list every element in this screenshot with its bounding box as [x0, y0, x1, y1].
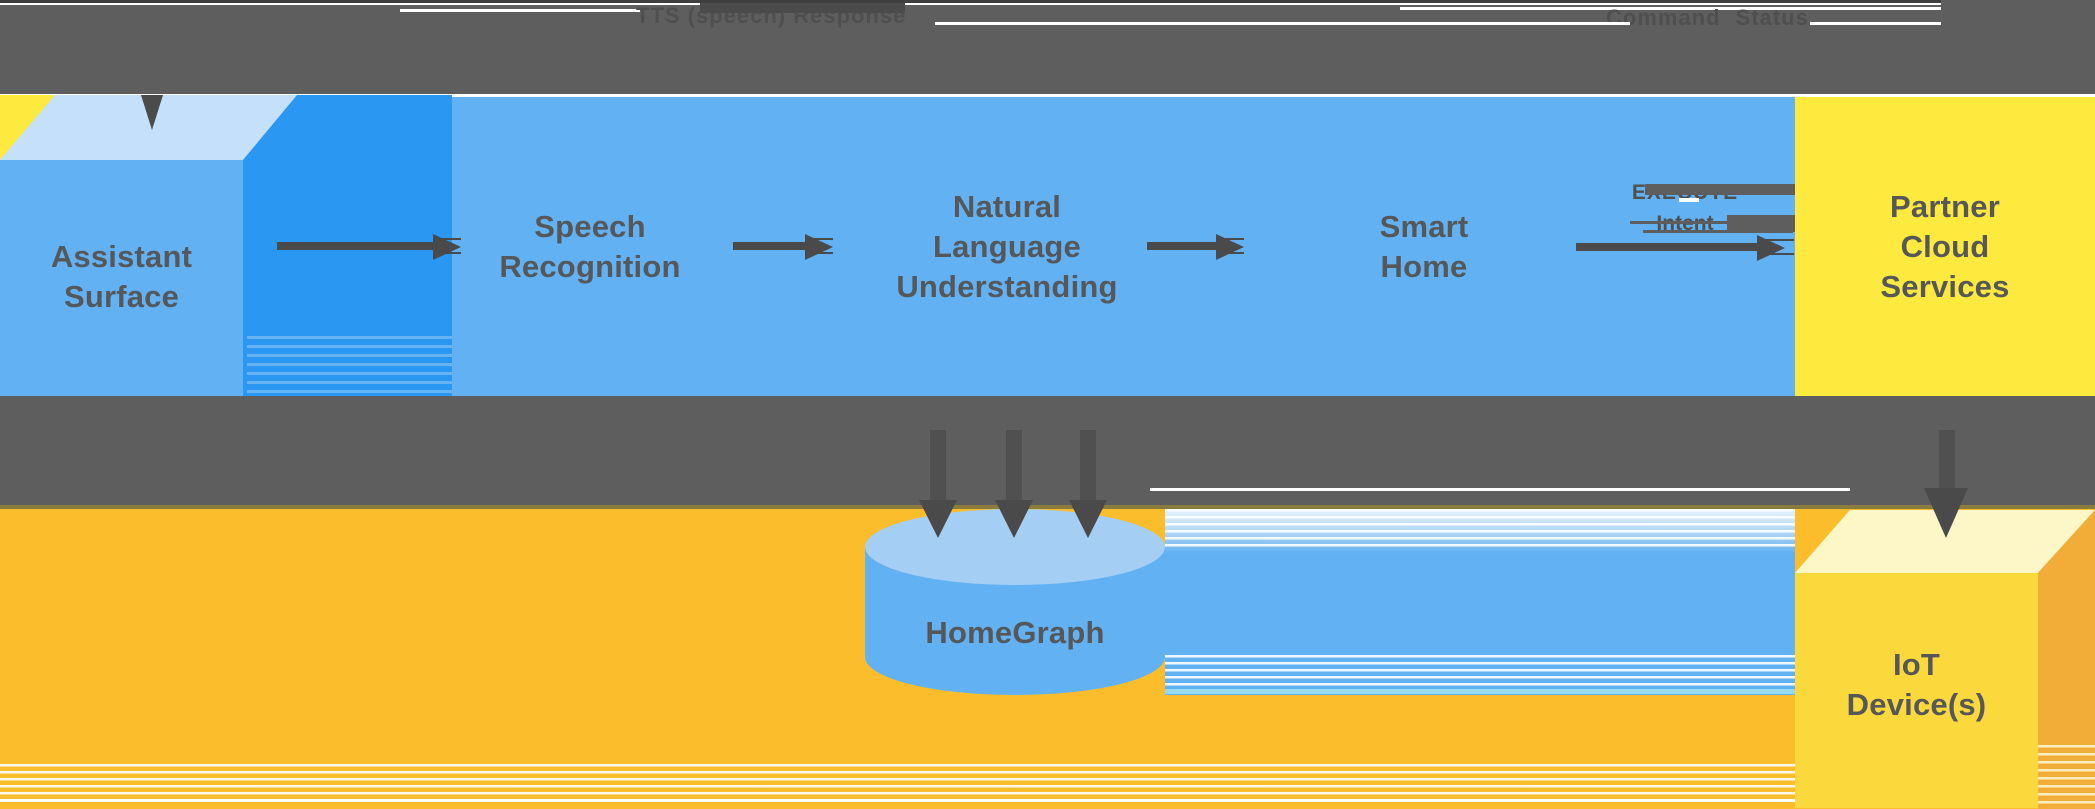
top-edge-line [0, 0, 2095, 3]
arrowhead-glitch-line [1223, 238, 1244, 240]
arrow-smarthome-to-partner [1576, 243, 1762, 251]
nlu-label: Natural Language Understanding [896, 189, 1118, 304]
glitch-smear-top-scanlines [1165, 509, 1795, 549]
execute-intent-label-line2: Intent [1656, 212, 1714, 235]
glitch-dark-bar-over-response [700, 3, 905, 13]
arrowhead-glitch-line [812, 238, 833, 240]
arrowhead-glitch-line [812, 252, 833, 254]
glitch-white-line-mid [935, 22, 1630, 25]
arrow-speech-to-nlu [733, 242, 810, 250]
command-status-label: Command Status [1606, 5, 1809, 30]
glitch-white-line-mid2 [1810, 22, 1941, 25]
node-iot-devices [1795, 573, 2038, 808]
glitch-white-line-right [1400, 7, 1941, 10]
google-assistant-panel [452, 97, 1795, 396]
glitch-smear-bottom-scanlines [1165, 655, 1795, 691]
arrow-to-homegraph-1-shaft [930, 430, 946, 504]
arrow-assistant-to-speech [277, 242, 439, 250]
middle-gray-band [0, 396, 2095, 505]
olive-edge-line [0, 505, 2095, 509]
glitch-strike-intent2 [1643, 230, 1793, 233]
glitch-bar-over-execute [1645, 184, 1795, 195]
iot-devices-label: IoT Device(s) [1846, 647, 1987, 722]
glitch-scanlines-bottom [0, 764, 2095, 802]
arrowhead-glitch-line [1223, 252, 1244, 254]
arrowhead-glitch-line [1764, 239, 1794, 241]
bottom-white-line [0, 799, 2095, 802]
glitch-strike-intent [1630, 221, 1750, 224]
node-assistant-surface [0, 160, 243, 396]
node-partner-cloud-services [1795, 97, 2095, 396]
arrow-to-iot-shaft [1939, 430, 1955, 492]
arrowhead-glitch-line [440, 252, 461, 254]
homegraph-label: HomeGraph [925, 615, 1105, 650]
glitch-white-underline [1679, 198, 1699, 202]
smart-home-label: Smart Home [1379, 209, 1469, 284]
partner-cloud-services-label: Partner Cloud Services [1880, 189, 2010, 304]
assistant-surface-label: Assistant Surface [50, 239, 193, 314]
top-white-line [0, 3, 935, 6]
glitch-cyan-line [1165, 689, 1795, 694]
arrow-nlu-to-smarthome [1147, 242, 1221, 250]
arrowhead-glitch-line [440, 238, 461, 240]
arrow-to-homegraph-3-shaft [1080, 430, 1096, 504]
glitch-scanlines-iot-side [2038, 745, 2095, 809]
glitch-white-line-left [400, 9, 640, 12]
top-corner-patch [1941, 0, 2095, 6]
glitch-scanlines-blue-band [247, 330, 452, 396]
glitch-white-line-band2 [1150, 488, 1850, 491]
top-gray-band [0, 5, 2095, 94]
speech-recognition-label: Speech Recognition [499, 209, 681, 284]
arrowhead-glitch-line [1764, 253, 1794, 255]
glitch-bar-right-of-intent [1727, 215, 1795, 232]
arrow-to-homegraph-2-shaft [1006, 430, 1022, 504]
